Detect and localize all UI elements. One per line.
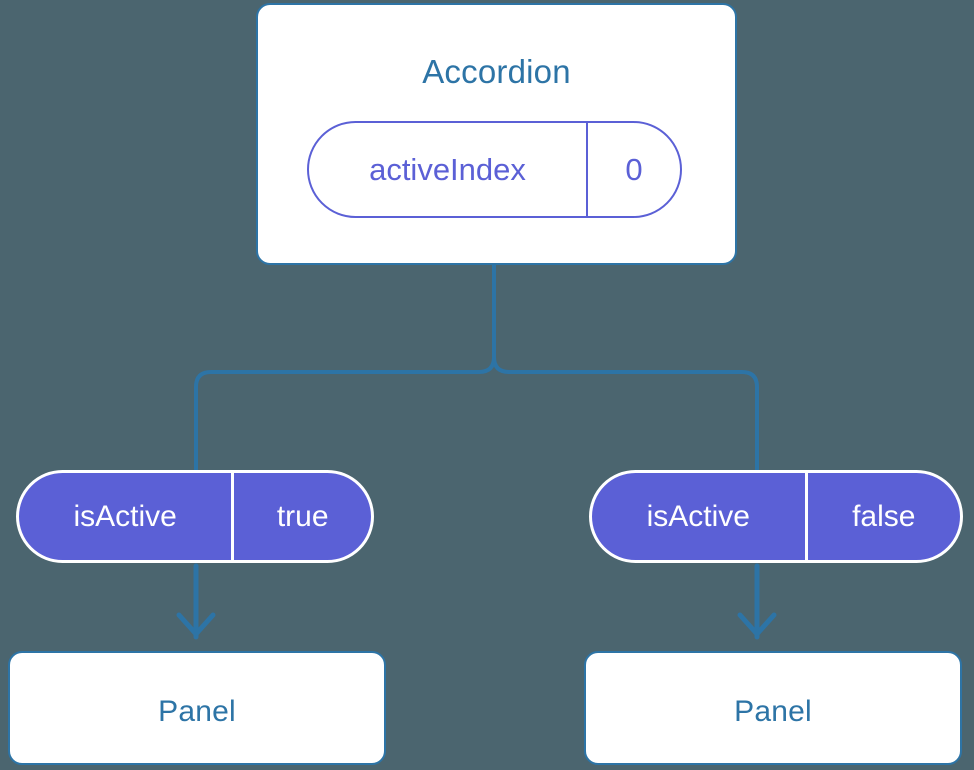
arrow-head-right-icon [737,612,777,637]
panel-title-right: Panel [734,695,812,728]
arrow-head-left-icon [176,612,216,637]
connector-branch-left [194,263,496,472]
state-pill-active-index[interactable]: activeIndex 0 [307,121,682,218]
panel-node-left[interactable]: Panel [8,651,386,765]
state-pill-active-index-value: 0 [586,123,680,216]
accordion-title: Accordion [422,53,571,90]
panel-node-right[interactable]: Panel [584,651,962,765]
prop-pill-is-active-left-key: isActive [73,499,177,533]
prop-pill-is-active-right-value: false [804,473,961,560]
prop-pill-is-active-right[interactable]: isActive false [589,470,963,563]
connector-branch-right [492,263,759,472]
prop-pill-is-active-right-key: isActive [646,499,750,533]
prop-pill-is-active-left-value: true [231,473,371,560]
state-pill-active-index-key: activeIndex [369,151,526,187]
panel-title-left: Panel [158,695,236,728]
prop-pill-is-active-left[interactable]: isActive true [16,470,374,563]
